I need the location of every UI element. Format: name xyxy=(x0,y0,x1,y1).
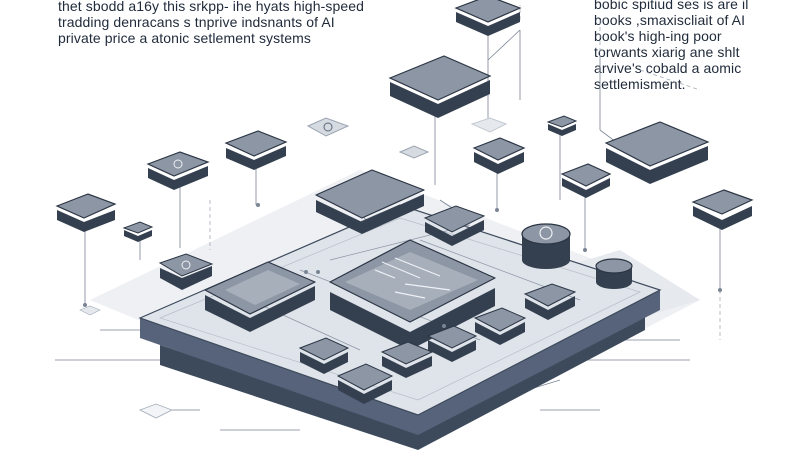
module-board-c xyxy=(473,307,527,345)
caption-left: thet sbodd a16y this srkpp- ihe hyats hi… xyxy=(58,0,364,46)
floating-module-gray-a xyxy=(306,117,350,137)
board-small-modules xyxy=(158,205,577,404)
module-board-left xyxy=(204,261,316,332)
module-board-a xyxy=(423,205,486,246)
caption-right: bobic spitiud ses is are il books ,smaxi… xyxy=(594,0,749,92)
floating-module-upper-left xyxy=(388,55,492,118)
floating-modules xyxy=(55,0,754,242)
module-board-e xyxy=(380,341,434,378)
gear-icon xyxy=(173,159,183,169)
floating-module-center xyxy=(472,137,526,174)
node-icon xyxy=(323,122,333,132)
floating-module-far-left xyxy=(146,151,210,190)
module-board-b xyxy=(523,283,577,320)
waveform-lines xyxy=(374,257,451,299)
floating-module-top xyxy=(454,0,522,36)
cylinder-nodes xyxy=(521,223,633,289)
floating-module-small-left xyxy=(122,221,154,242)
central-display-module xyxy=(329,239,496,350)
floating-module-left xyxy=(224,130,288,170)
floating-module-right-small xyxy=(560,163,612,198)
floor-tiles xyxy=(79,305,173,419)
node-icon xyxy=(539,226,553,240)
module-upper-center xyxy=(315,169,425,234)
floating-module-gray-c xyxy=(470,117,508,133)
floating-module-edge-left xyxy=(55,193,117,232)
cylinder-node-large xyxy=(521,223,571,269)
floating-module-gray-b xyxy=(398,145,430,159)
module-board-d xyxy=(426,325,478,362)
cylinder-node-small xyxy=(595,258,633,289)
floating-module-right-large xyxy=(604,121,710,184)
floating-module-edge-right xyxy=(691,189,754,230)
gear-icon xyxy=(181,260,191,270)
floating-module-right-tiny xyxy=(546,115,578,136)
module-board-f xyxy=(298,337,350,374)
module-board-g xyxy=(336,363,394,404)
connector-dots xyxy=(83,203,722,328)
module-board-h xyxy=(158,253,214,290)
